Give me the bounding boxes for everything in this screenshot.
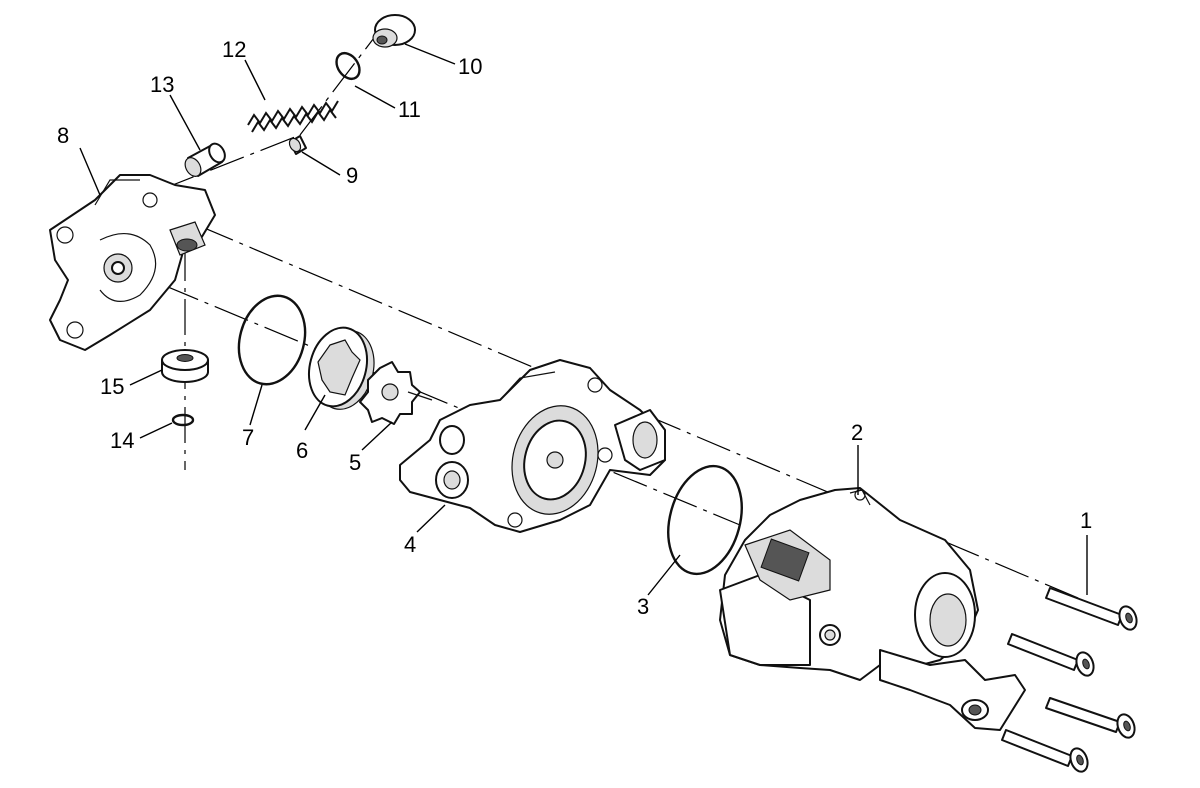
callout-4: 4 (404, 532, 416, 557)
callout-14: 14 (110, 428, 134, 453)
part-7-o-ring (237, 294, 307, 386)
callout-5: 5 (349, 450, 361, 475)
part-8-pump-cover (49, 174, 216, 351)
bolt-1 (1045, 587, 1138, 631)
bolt-4 (1001, 729, 1089, 773)
part-10-plug (372, 14, 416, 48)
part-5-inner-rotor (359, 361, 433, 425)
part-3-o-ring (667, 464, 743, 576)
callout-12: 12 (222, 37, 246, 62)
assembly-axis-lines (114, 29, 1131, 621)
leader-lines (79, 43, 1088, 596)
callout-7: 7 (242, 425, 254, 450)
callout-9: 9 (346, 163, 358, 188)
part-6-outer-rotor (308, 326, 375, 410)
callout-11: 11 (398, 97, 421, 122)
bolt-2 (1007, 633, 1095, 677)
part-4-pump-body (399, 359, 666, 533)
callout-10: 10 (458, 54, 482, 79)
part-9-pin (288, 135, 307, 155)
part-12-spring (247, 100, 339, 133)
callout-1: 1 (1080, 508, 1092, 533)
bolt-3 (1045, 697, 1136, 739)
part-13-valve (184, 142, 226, 177)
part-14-o-ring (171, 413, 195, 427)
callout-2: 2 (851, 420, 863, 445)
callout-8: 8 (57, 123, 69, 148)
callout-labels: 1 2 3 4 5 6 7 8 9 10 11 12 13 14 15 (57, 37, 1092, 619)
callout-15: 15 (100, 374, 124, 399)
callout-13: 13 (150, 72, 174, 97)
part-11-o-ring (335, 51, 361, 81)
callout-3: 3 (637, 594, 649, 619)
part-15-seal (161, 349, 209, 383)
part-2-electric-motor (719, 487, 1026, 731)
callout-6: 6 (296, 438, 308, 463)
part-1-bolts (1001, 587, 1138, 773)
